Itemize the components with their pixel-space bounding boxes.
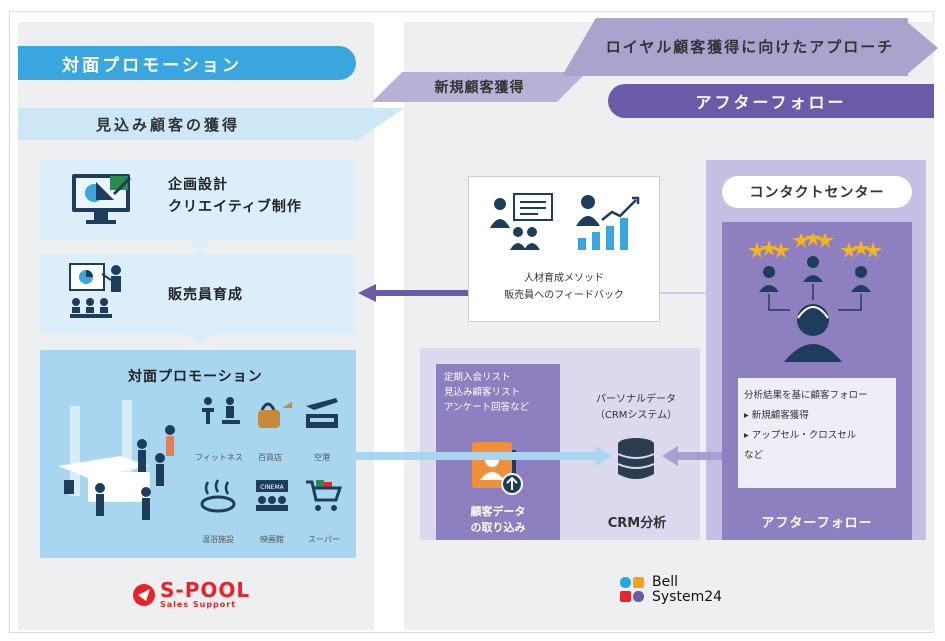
database-icon [614,436,658,486]
fitness-icon [198,396,244,432]
import-line: 見込み顧客リスト [444,387,521,398]
prospect-acquisition-band: 見込み顧客の獲得 [18,108,404,140]
promotion-data-arrow-shaft [356,452,598,460]
design-monitor-icon [70,170,136,232]
bullet-new-customer: ▸ 新規顧客獲得 [744,406,890,426]
training-method-line-2: 販売員へのフィードバック [504,290,624,301]
personal-data-label: パーソナルデータ （CRMシステム） [586,392,686,424]
training-method-line-1: 人材育成メソッド [524,273,604,284]
planning-title: 企画設計 クリエイティブ制作 [168,174,302,218]
training-method-text: 人材育成メソッド 販売員へのフィードバック [468,270,660,304]
import-footer: 顧客データ の取り込み [436,504,560,536]
import-footer-line: 顧客データ [470,505,526,518]
promotion-title: 対面プロモーション [128,369,263,385]
crm-analysis-label: CRM分析 [607,516,667,531]
bell-logo-line-1: Bell [652,574,678,590]
import-line: 定期入会リスト [444,372,511,383]
spool-logo-sub: Sales Support [160,600,237,609]
spool-mark-icon [133,584,155,606]
royal-customer-label: ロイヤル顧客獲得に向けたアプローチ [605,37,895,56]
handbag-icon [254,396,294,434]
shopping-cart-icon [304,478,344,518]
bullet-etc: など [744,450,764,461]
promotion-block [40,350,356,558]
lecture-icon [486,192,556,256]
import-line: アンケート回答など [444,402,530,413]
operator-stars-icon [744,230,892,368]
booth-illustration [50,396,180,540]
personal-data-line: パーソナルデータ [596,394,676,405]
royal-customer-arrow [562,18,938,76]
face-to-face-promotion-pill: 対面プロモーション [18,46,356,80]
venue-onsen: 温浴施設 [202,535,234,544]
cinema-icon: CINEMA [252,478,292,518]
bullet-upsell: ▸ アップセル・クロスセル [744,426,890,446]
spool-logo: S-POOL Sales Support [132,580,250,610]
promotion-data-arrow-head [596,446,612,466]
venue-fitness: フィットネス [195,453,243,462]
airport-icon [302,396,342,434]
contact-center-title: コンタクトセンター [722,176,912,208]
import-list-text: 定期入会リスト 見込み顧客リスト アンケート回答など [444,370,556,415]
staff-training-title: 販売員育成 [168,287,243,303]
data-card-icon [470,440,530,500]
bell-mark-icon [620,577,644,602]
growth-chart-icon [572,190,642,256]
svg-text:CINEMA: CINEMA [260,484,284,491]
hot-spring-icon [198,478,238,518]
venue-airport: 空港 [314,453,330,462]
bullet-arrow-icon: ▸ [744,430,752,441]
import-footer-line: の取り込み [470,521,526,534]
bullet-arrow-icon: ▸ [744,410,752,421]
venue-department: 百貨店 [258,453,282,462]
bell-system-logo: Bell System24 [618,575,722,605]
training-session-icon [66,262,136,328]
planning-line-2: クリエイティブ制作 [168,199,302,215]
feedback-arrow-shaft [374,290,468,296]
follow-arrow-head [662,446,678,466]
spool-logo-main: S-POOL [160,578,251,602]
after-follow-label: アフターフォロー [761,516,873,531]
venue-cinema: 映画館 [260,535,284,544]
planning-line-1: 企画設計 [168,177,228,193]
bullet-label: 新規顧客獲得 [751,410,809,421]
personal-data-line: （CRMシステム） [594,410,678,421]
contact-center-text: 分析結果を基に顧客フォロー ▸ 新規顧客獲得 ▸ アップセル・クロスセル など [738,378,896,488]
bell-logo-line-2: System24 [652,589,723,605]
flow-notch [188,334,212,348]
after-follow-pill: アフターフォロー [608,84,934,118]
new-customer-band: 新規顧客獲得 [372,72,587,102]
feedback-arrow-head [358,284,376,302]
venue-supermarket: スーパー [308,535,340,544]
flow-notch [188,240,212,254]
follow-description: 分析結果を基に顧客フォロー [744,390,868,401]
bullet-label: アップセル・クロスセル [751,430,857,441]
follow-arrow-shaft [676,452,722,460]
